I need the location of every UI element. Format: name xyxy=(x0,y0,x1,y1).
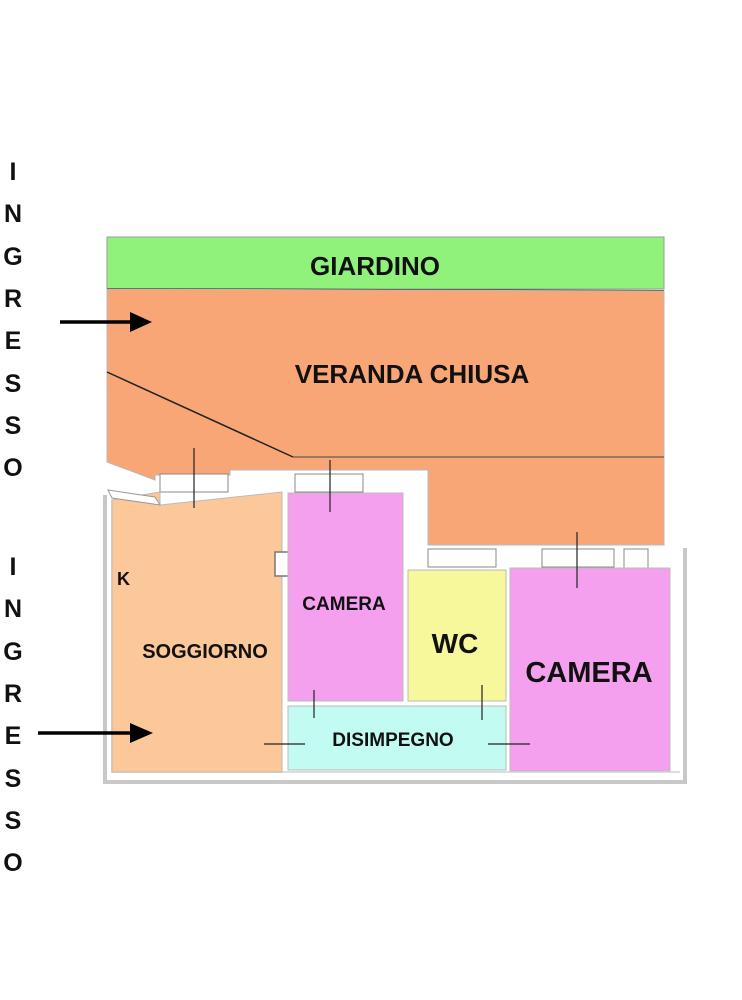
soggiorno-area xyxy=(111,491,283,773)
wc-label: WC xyxy=(432,628,479,659)
giardino-label: GIARDINO xyxy=(310,251,440,281)
ingresso-letter: S xyxy=(4,764,22,793)
ingresso-letter: S xyxy=(4,806,22,835)
entrance-arrow-lower xyxy=(38,723,153,743)
ingresso-letter: S xyxy=(4,369,22,398)
ingresso-letter: N xyxy=(3,595,23,624)
ingresso-letter: E xyxy=(4,327,22,356)
camera-large-label: CAMERA xyxy=(525,657,652,689)
ingresso-letter: R xyxy=(3,679,23,708)
window xyxy=(623,548,649,570)
disimpegno-area xyxy=(287,705,507,771)
ingresso-letter: O xyxy=(3,454,23,483)
window xyxy=(541,548,615,568)
veranda-label: VERANDA CHIUSA xyxy=(295,359,530,389)
disimpegno-label: DISIMPEGNO xyxy=(332,730,453,751)
wc-area xyxy=(407,569,507,702)
kitchen-label: K xyxy=(117,569,130,589)
ingresso-letter: N xyxy=(3,200,23,229)
giardino-area xyxy=(106,236,665,290)
ingresso-letter: G xyxy=(3,637,23,666)
outer-wall xyxy=(103,495,687,784)
camera-small-label: CAMERA xyxy=(302,594,386,615)
ingresso-letter: S xyxy=(4,411,22,440)
ingresso-letter: I xyxy=(9,158,17,186)
window xyxy=(294,473,364,493)
window xyxy=(427,548,497,568)
veranda-diagonal xyxy=(106,371,294,458)
ingresso-letter: O xyxy=(3,849,23,878)
ingresso-letter: I xyxy=(9,553,17,581)
ingresso-letter: E xyxy=(4,722,22,751)
camera-large-area xyxy=(509,567,671,772)
veranda-area xyxy=(106,288,665,546)
camera-small-area xyxy=(287,492,404,702)
ingresso-letter: R xyxy=(3,284,23,313)
soggiorno-door-notch xyxy=(107,489,161,506)
soggiorno-label: SOGGIORNO xyxy=(142,641,268,663)
ingresso-letter: G xyxy=(3,242,23,271)
entrance-arrow-upper xyxy=(60,312,152,332)
